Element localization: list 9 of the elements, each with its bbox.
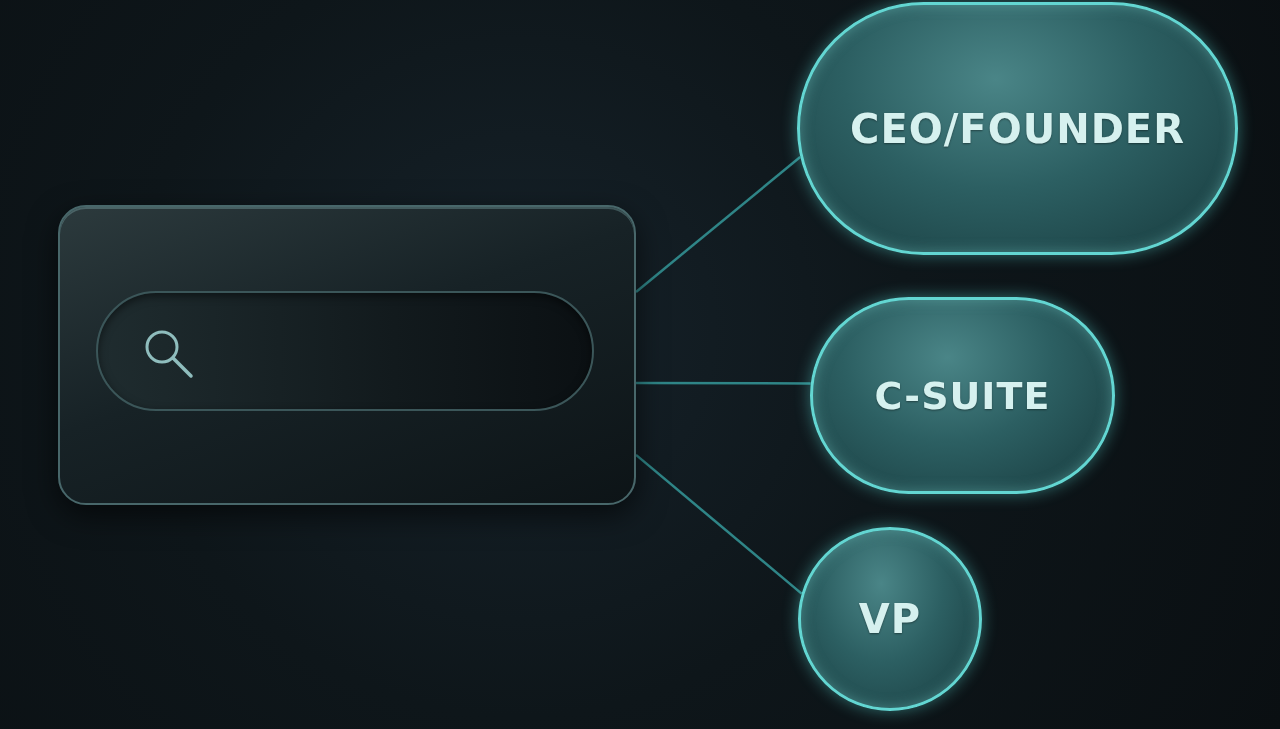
connector-line bbox=[635, 156, 801, 293]
role-pill bbox=[810, 297, 1115, 494]
role-circle bbox=[798, 527, 982, 711]
search-card bbox=[58, 205, 636, 505]
node-label: C-SUITE bbox=[874, 373, 1051, 418]
connector-line bbox=[636, 381, 811, 385]
node-label: CEO/FOUNDER bbox=[850, 105, 1185, 152]
node-label: VP bbox=[858, 596, 922, 642]
connector-line bbox=[635, 453, 803, 595]
